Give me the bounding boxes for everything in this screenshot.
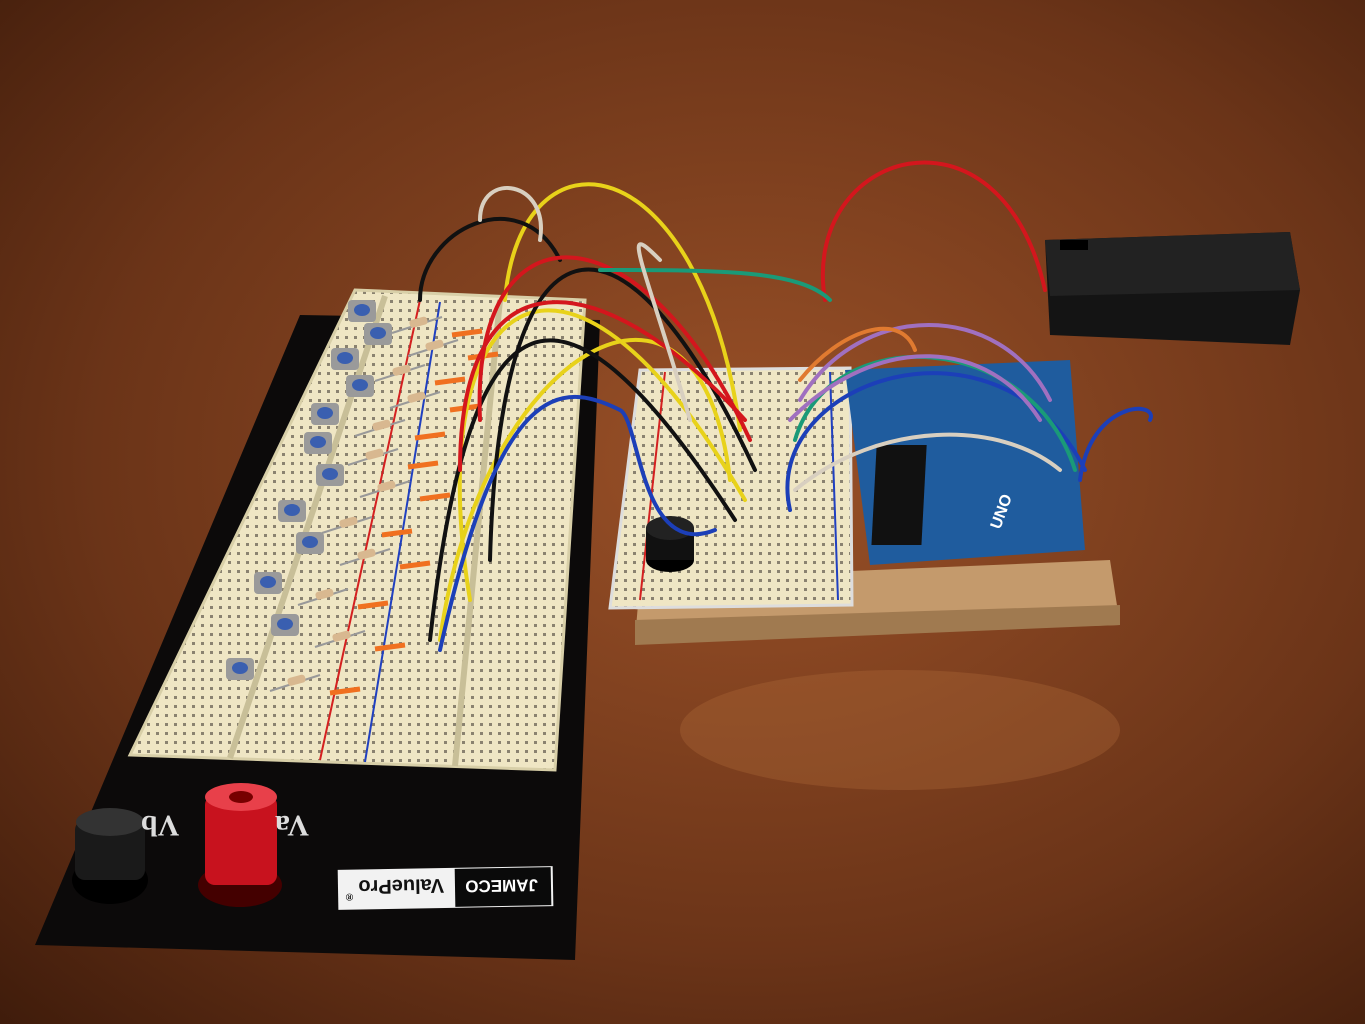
battery-box bbox=[1045, 232, 1300, 345]
jumper-wires bbox=[418, 160, 1153, 652]
power-rail-red bbox=[319, 299, 421, 761]
button-cap bbox=[370, 327, 386, 339]
orange-jumper bbox=[407, 460, 439, 470]
button-cap bbox=[310, 436, 326, 448]
button-cap bbox=[352, 379, 368, 391]
jumper-wire bbox=[478, 186, 543, 242]
product-text: ValuePro bbox=[358, 874, 444, 897]
jumper-wire bbox=[793, 432, 1062, 492]
jumper-wire bbox=[488, 267, 757, 562]
jumper-wire bbox=[458, 300, 747, 472]
orange-jumper bbox=[374, 642, 406, 652]
resistor bbox=[392, 364, 411, 376]
orange-jumper bbox=[399, 560, 431, 570]
resistor bbox=[339, 516, 358, 528]
cardboard-edge bbox=[635, 605, 1120, 645]
jumper-wire bbox=[798, 323, 1052, 402]
microcontroller-chip bbox=[871, 445, 927, 545]
resistor bbox=[315, 588, 334, 600]
terminal-label-vb: Vb bbox=[141, 809, 179, 842]
jumper-wire bbox=[438, 394, 717, 652]
resistor bbox=[407, 391, 426, 403]
resistor bbox=[409, 316, 428, 328]
power-rail-red bbox=[639, 371, 666, 601]
buzzer bbox=[646, 516, 694, 572]
button-cap bbox=[260, 576, 276, 588]
binding-post-red bbox=[198, 783, 282, 907]
orange-jumper bbox=[414, 431, 446, 441]
jumper-wire bbox=[503, 182, 742, 432]
jumper-wire bbox=[788, 354, 1042, 422]
jameco-valuepro-logo: JAMECO ValuePro ® bbox=[337, 866, 554, 910]
jumper-wire bbox=[428, 338, 737, 642]
registered-mark: ® bbox=[345, 891, 353, 902]
resistor bbox=[357, 548, 376, 560]
binding-post-black bbox=[72, 808, 148, 904]
push-buttons bbox=[226, 300, 392, 680]
resistor bbox=[377, 480, 396, 492]
resistors bbox=[269, 316, 499, 696]
large-breadboard bbox=[127, 288, 587, 772]
button-cap bbox=[232, 662, 248, 674]
resistor bbox=[372, 419, 391, 431]
orange-jumper bbox=[357, 600, 389, 610]
brand-text: JAMECO bbox=[465, 875, 538, 895]
button-cap bbox=[277, 618, 293, 630]
table-reflection bbox=[680, 670, 1120, 790]
jumper-wire bbox=[1078, 406, 1153, 482]
orange-jumper bbox=[434, 376, 466, 386]
breadboard-divider bbox=[227, 295, 388, 759]
terminal-label-va: Va bbox=[275, 809, 309, 842]
resistor bbox=[287, 674, 306, 686]
button-cap bbox=[317, 407, 333, 419]
button-cap bbox=[284, 504, 300, 516]
orange-jumper bbox=[381, 528, 413, 538]
power-rail-blue bbox=[829, 371, 839, 601]
resistor bbox=[425, 339, 444, 351]
button-cap bbox=[302, 536, 318, 548]
orange-jumper bbox=[451, 328, 483, 338]
jumper-wire bbox=[457, 308, 747, 602]
resistor bbox=[332, 630, 351, 642]
orange-jumper bbox=[329, 686, 361, 696]
jumper-wire bbox=[636, 242, 692, 422]
button-cap bbox=[354, 304, 370, 316]
resistor bbox=[365, 448, 384, 460]
button-cap bbox=[322, 468, 338, 480]
jumper-wire bbox=[821, 160, 1047, 302]
button-cap bbox=[337, 352, 353, 364]
orange-jumper bbox=[419, 492, 451, 502]
jumper-wire bbox=[798, 326, 917, 382]
